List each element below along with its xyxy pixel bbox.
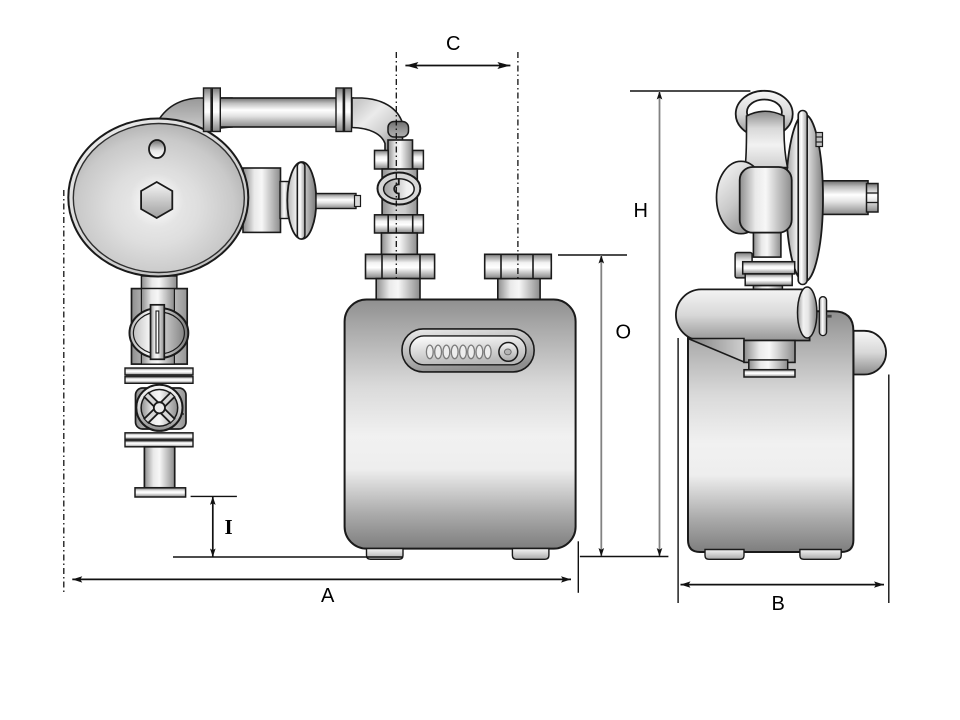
svg-text:A: A bbox=[321, 585, 335, 607]
svg-text:C: C bbox=[446, 33, 460, 55]
svg-text:O: O bbox=[616, 322, 632, 344]
svg-text:I: I bbox=[225, 515, 233, 539]
svg-text:B: B bbox=[772, 593, 785, 615]
svg-text:H: H bbox=[634, 200, 648, 222]
